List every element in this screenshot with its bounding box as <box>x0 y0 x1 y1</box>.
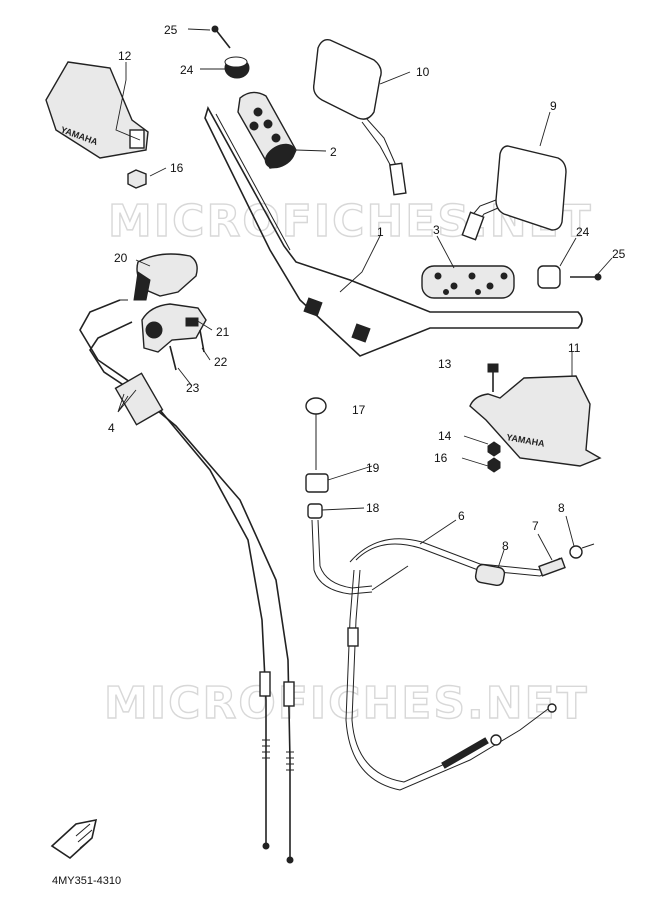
front-direction-arrow-icon <box>50 818 98 860</box>
callout-14: 14 <box>438 429 452 443</box>
callout-labels: 25 24 12 16 2 10 9 1 3 24 25 20 21 22 23… <box>108 23 626 553</box>
throttle-cables <box>79 299 295 864</box>
holder-lower-21 <box>141 303 207 353</box>
grip-end-cap-right <box>537 265 561 289</box>
grip-end-screw-right <box>570 273 602 281</box>
callout-2: 2 <box>330 145 337 159</box>
grip-end-screw-left <box>211 25 231 49</box>
screw-22 <box>199 329 205 353</box>
callout-22: 22 <box>214 355 228 369</box>
handlebar <box>204 105 583 357</box>
washer-right <box>487 457 501 473</box>
left-grip <box>421 265 515 299</box>
leader-lines <box>115 28 613 569</box>
callout-10: 10 <box>416 65 430 79</box>
left-mirror <box>312 38 407 196</box>
nut-16-left <box>127 169 147 189</box>
callout-23: 23 <box>186 381 200 395</box>
holder-upper-20 <box>133 253 198 301</box>
nut-16-right <box>487 441 501 457</box>
grip-end-cap-left <box>224 56 250 79</box>
callout-16-left: 16 <box>170 161 184 175</box>
callout-17: 17 <box>352 403 366 417</box>
callout-8-bottom: 8 <box>502 539 509 553</box>
screw-23 <box>169 345 177 371</box>
throttle-grip <box>237 91 297 169</box>
callout-9: 9 <box>550 99 557 113</box>
callout-13: 13 <box>438 357 452 371</box>
left-handguard: YAMAHA <box>45 61 149 159</box>
callout-16-right: 16 <box>434 451 448 465</box>
callout-1: 1 <box>377 225 384 239</box>
callout-3: 3 <box>433 223 440 237</box>
callout-24-right: 24 <box>576 225 590 239</box>
callout-12: 12 <box>118 49 132 63</box>
watermark-bottom: MICROFICHES.NET <box>104 678 589 729</box>
callout-7: 7 <box>532 519 539 533</box>
brake-cable <box>345 538 595 791</box>
callout-25-left: 25 <box>164 23 178 37</box>
right-mirror <box>461 145 567 241</box>
callout-21: 21 <box>216 325 230 339</box>
callout-11: 11 <box>568 341 581 355</box>
callout-20: 20 <box>114 251 128 265</box>
right-handguard: YAMAHA <box>469 375 602 467</box>
clutch-cable <box>305 397 409 595</box>
callout-18: 18 <box>366 501 380 515</box>
callout-24-left: 24 <box>180 63 194 77</box>
callout-25-right: 25 <box>612 247 626 261</box>
diagram-code: 4MY351-4310 <box>52 875 121 887</box>
callout-6: 6 <box>458 509 465 523</box>
callout-8-top: 8 <box>558 501 565 515</box>
callout-19: 19 <box>366 461 380 475</box>
bolt-14 <box>487 363 499 392</box>
callout-4: 4 <box>108 421 115 435</box>
